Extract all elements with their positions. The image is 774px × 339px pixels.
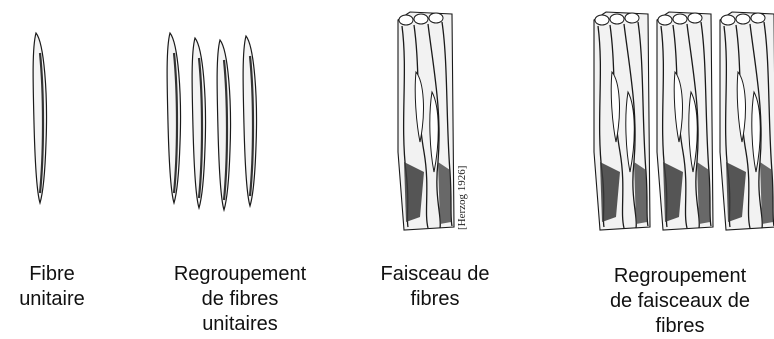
caption-line: Regroupement [150,262,330,287]
caption-line: unitaire [12,287,92,312]
caption-line: de faisceaux de [590,289,770,314]
caption-line: de fibres [150,287,330,312]
caption-line: fibres [590,314,770,339]
caption-line: fibres [350,287,520,312]
fiber-group-drawing [167,33,256,210]
caption-line: Faisceau de [350,262,520,287]
fiber-bundle-drawing [398,12,454,230]
caption-line: Fibre [12,262,92,287]
single-fiber-drawing [33,33,46,203]
caption-bundle-group: Regroupement de faisceaux de fibres [590,264,770,339]
caption-single-fiber: Fibre unitaire [12,262,92,312]
caption-fiber-group: Regroupement de fibres unitaires [150,262,330,337]
caption-line: unitaires [150,312,330,337]
bundle-group-drawing [594,12,774,230]
caption-fiber-bundle: Faisceau de fibres [350,262,520,312]
caption-line: Regroupement [590,264,770,289]
source-credit: [Herzog 1926] [456,166,468,230]
